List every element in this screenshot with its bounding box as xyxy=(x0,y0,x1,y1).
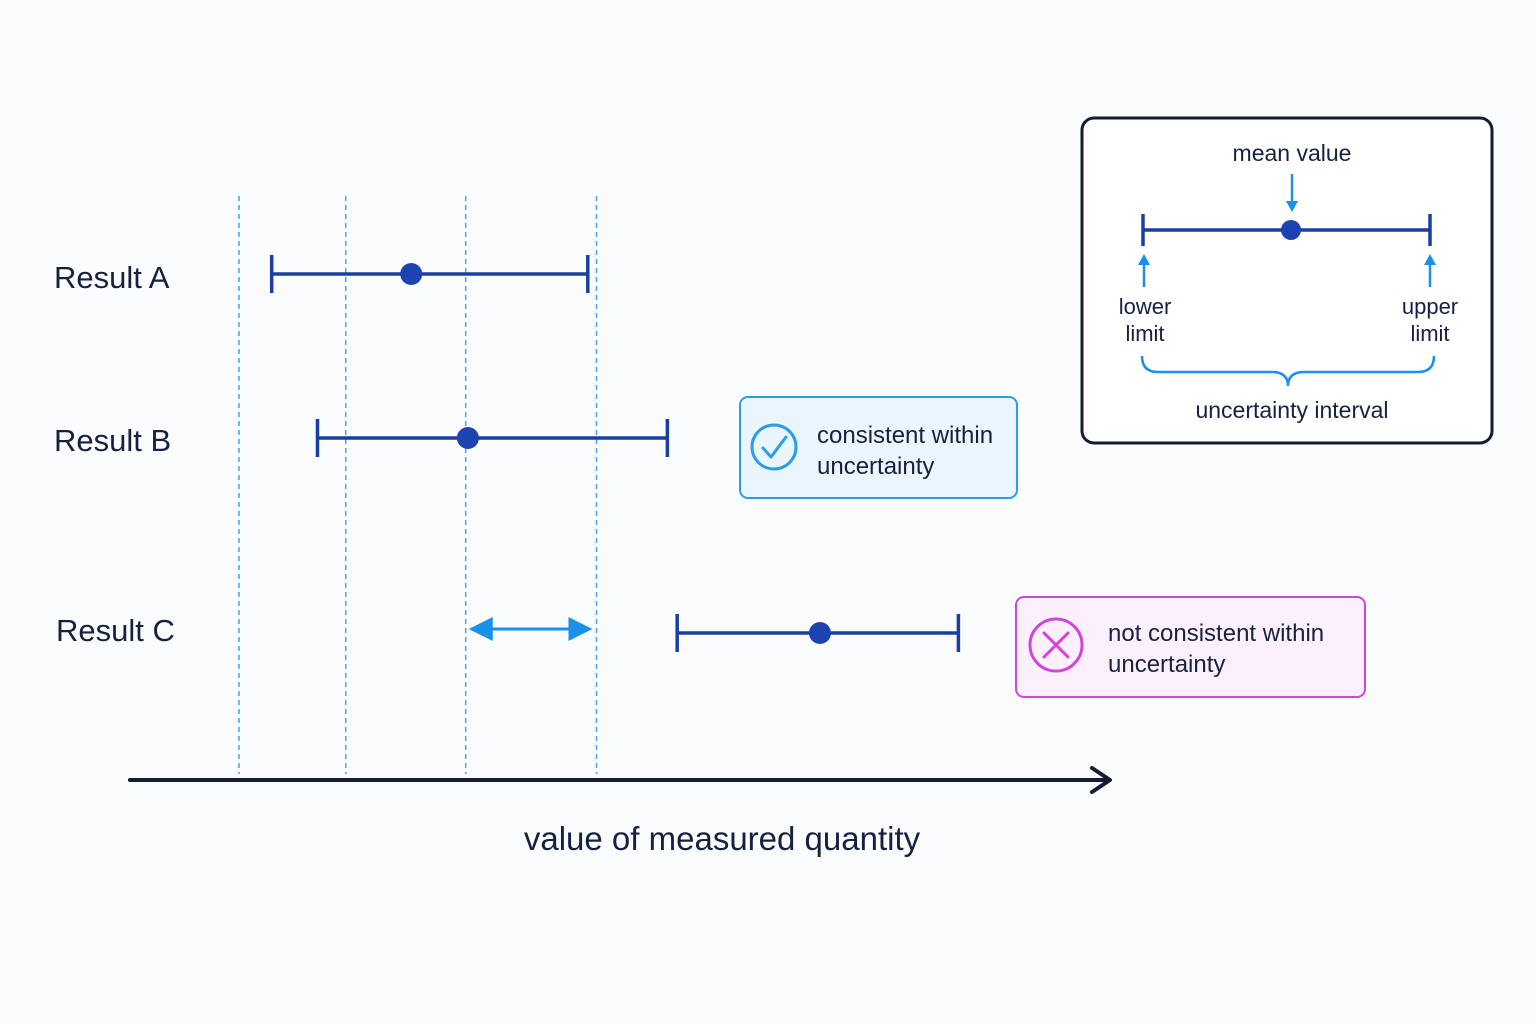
legend-box: mean value lower limit upper limit uncer… xyxy=(1080,116,1494,445)
x-circle-icon xyxy=(1028,617,1084,673)
legend-lower-line1: lower xyxy=(1119,294,1172,319)
inconsistent-note-line1: not consistent within xyxy=(1108,620,1324,647)
result-c-error-bar xyxy=(675,614,961,652)
result-b-mean-dot xyxy=(456,427,479,449)
axis-label: value of measured quantity xyxy=(524,820,921,857)
error-bars xyxy=(269,255,961,652)
result-c-label: Result C xyxy=(56,613,175,648)
curly-brace-icon xyxy=(1140,355,1436,387)
check-circle-icon xyxy=(750,423,798,471)
consistent-note-line1: consistent within xyxy=(817,422,993,449)
consistent-note-box xyxy=(739,396,1018,499)
inconsistent-note: not consistent within uncertainty xyxy=(1015,596,1366,698)
value-axis xyxy=(128,766,1112,794)
inconsistent-note-line2: uncertainty xyxy=(1108,651,1225,678)
consistent-note-line2: uncertainty xyxy=(817,453,934,480)
down-arrow-icon xyxy=(1286,174,1298,212)
legend-lower-line2: limit xyxy=(1125,321,1164,346)
result-b-label: Result B xyxy=(54,423,171,458)
legend-mean-label: mean value xyxy=(1233,140,1352,166)
result-b-error-bar xyxy=(315,419,670,457)
up-arrow-icon xyxy=(1424,254,1436,287)
legend-error-bar xyxy=(1141,214,1432,246)
result-a-label: Result A xyxy=(54,260,170,295)
legend-mean-dot xyxy=(1281,220,1301,240)
legend-frame xyxy=(1080,116,1494,445)
legend-upper-line2: limit xyxy=(1410,321,1449,346)
legend-interval-label: uncertainty interval xyxy=(1195,397,1388,423)
up-arrow-icon xyxy=(1138,254,1150,287)
axis-arrow-icon xyxy=(1090,766,1112,794)
legend-upper-line1: upper xyxy=(1402,294,1458,319)
result-c-mean-dot xyxy=(808,622,831,644)
inconsistent-note-box xyxy=(1015,596,1366,698)
consistent-note: consistent within uncertainty xyxy=(739,396,1018,499)
guide-lines xyxy=(238,196,598,774)
result-a-error-bar xyxy=(269,255,590,293)
result-a-mean-dot xyxy=(400,263,423,285)
